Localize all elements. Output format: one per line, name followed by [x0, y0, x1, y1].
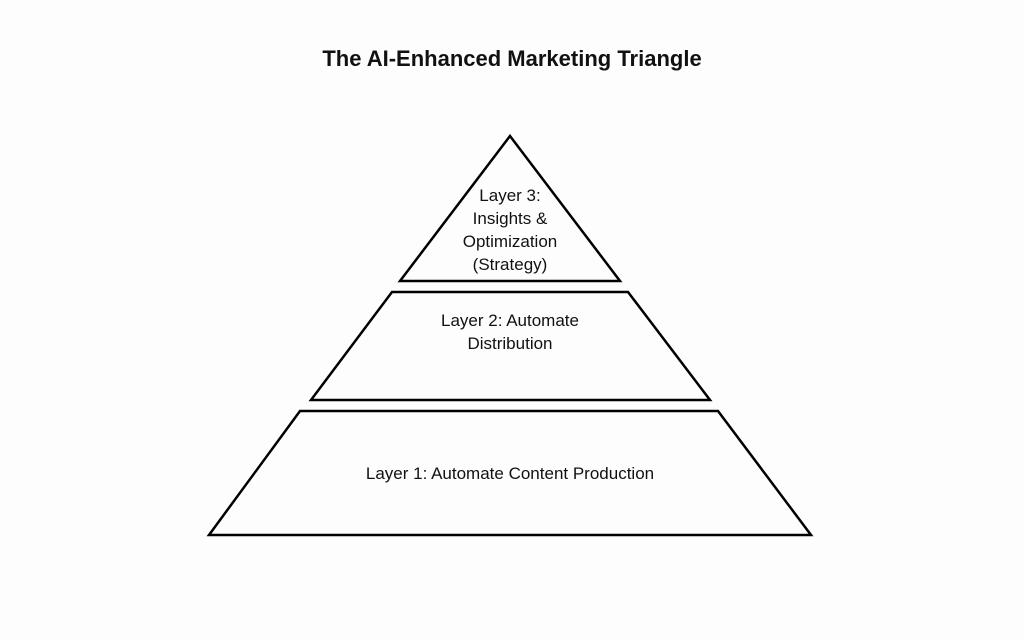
layer-2-line: Layer 2: Automate [441, 311, 579, 330]
layer-2-label: Layer 2: Automate Distribution [360, 309, 660, 355]
layer-3-line: Layer 3: [479, 186, 541, 205]
layer-3-line: Optimization [462, 232, 558, 251]
layer-1-line: Layer 1: Automate Content Production [365, 464, 655, 483]
layer-1-shape [206, 409, 814, 537]
layer-3-shape [397, 133, 623, 283]
layer-1-label: Layer 1: Automate Content Production [260, 462, 760, 485]
layer-3-line: (Strategy) [472, 255, 548, 274]
layer-2-shape [308, 290, 713, 402]
layer-3-line: Insights & [472, 209, 548, 228]
diagram-title: The AI-Enhanced Marketing Triangle [322, 46, 702, 71]
layer-3-label: Layer 3: Insights & Optimization (Strate… [410, 184, 610, 276]
layer-2-line: Distribution [467, 334, 553, 353]
